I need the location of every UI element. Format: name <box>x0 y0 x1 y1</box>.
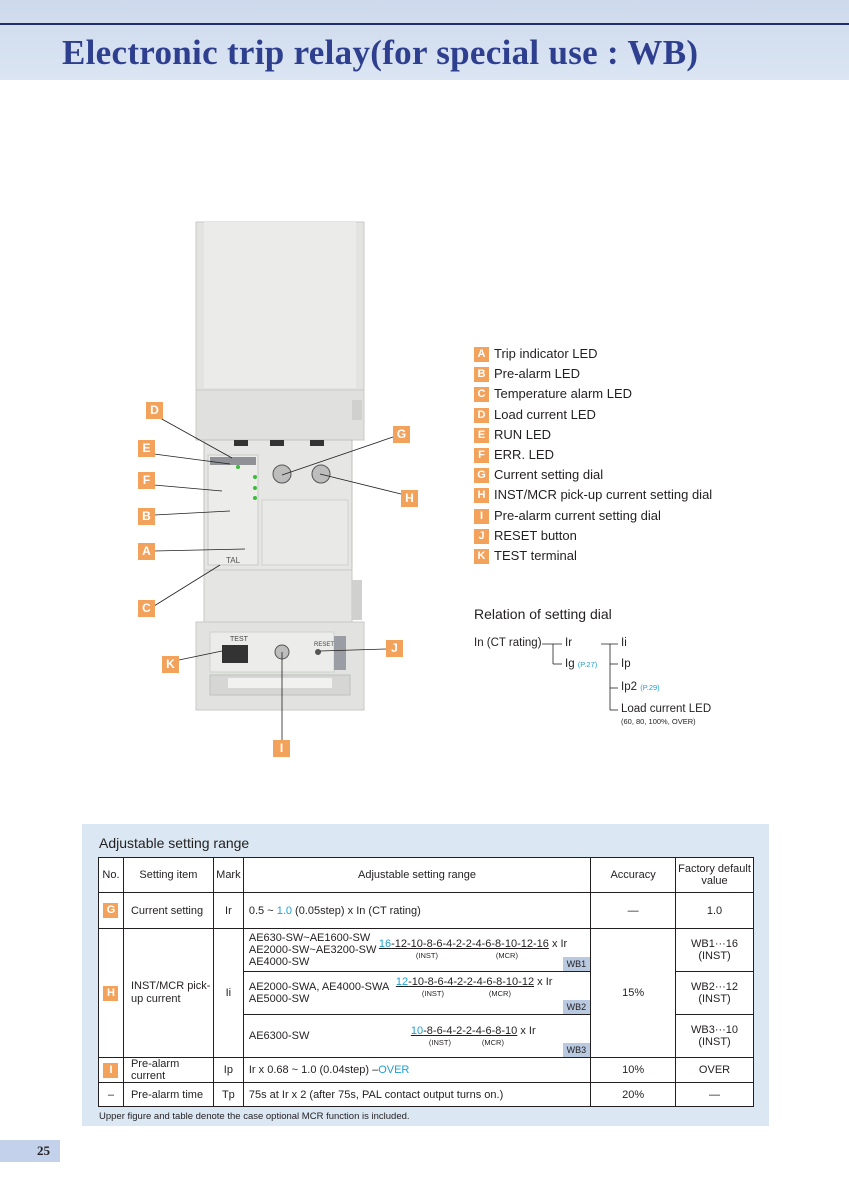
legend-label: INST/MCR pick-up current setting dial <box>494 487 713 503</box>
header-no: No. <box>98 857 124 893</box>
legend-badge: I <box>474 508 489 524</box>
header-item: Setting item <box>122 857 214 893</box>
relation-ig: Ig (P.27) <box>565 658 598 670</box>
cell-default: OVER <box>675 1057 754 1083</box>
legend-badge: E <box>474 427 489 443</box>
relation-load-led-note: (60, 80, 100%, OVER) <box>621 717 696 726</box>
table-row-pre-alarm-time: – Pre-alarm time Tp 75s at Ir x 2 (after… <box>98 1082 754 1107</box>
legend-badge: A <box>474 347 489 362</box>
legend-label: RESET button <box>494 527 577 543</box>
cell-default: 1.0 <box>675 892 754 929</box>
legend-label: ERR. LED <box>494 446 554 462</box>
legend-badge: H <box>474 488 489 504</box>
legend-badge: K <box>474 548 489 564</box>
table-header-row: No. Setting item Mark Adjustable setting… <box>98 857 754 893</box>
callout-h: H <box>401 490 418 507</box>
cell-default: WB1···16 (INST) <box>675 928 754 972</box>
legend-label: Temperature alarm LED <box>494 386 632 402</box>
header-rule <box>0 23 849 25</box>
callout-g: G <box>393 426 410 443</box>
header-accuracy: Accuracy <box>590 857 677 893</box>
table-row-inst-mcr-2: AE2000-SWA, AE4000-SWA AE5000-SW 12-10-8… <box>99 971 754 1015</box>
legend-badge: B <box>474 367 489 383</box>
wb-tag: WB3 <box>562 1043 591 1057</box>
callout-j: J <box>386 640 403 657</box>
row-badge: H <box>103 985 119 1001</box>
cell-item: Pre-alarm time <box>122 1082 214 1107</box>
cell-accuracy: 15% <box>590 928 677 1058</box>
relation-in: In (CT rating) <box>474 637 542 649</box>
header-range: Adjustable setting range <box>242 857 592 893</box>
relation-title: Relation of setting dial <box>474 606 612 622</box>
relation-ir: Ir <box>565 637 573 649</box>
wb-tag: WB1 <box>562 957 591 971</box>
legend-badge: F <box>474 447 489 463</box>
row-badge: G <box>103 903 119 918</box>
callout-k: K <box>162 656 179 673</box>
legend-label: Load current LED <box>494 406 596 422</box>
legend-label: Trip indicator LED <box>494 346 598 361</box>
header-default: Factory default value <box>675 857 754 893</box>
table-title: Adjustable setting range <box>99 835 250 851</box>
table-row-current-setting: G Current setting Ir 0.5 ~ 1.0 (0.05step… <box>98 892 754 929</box>
cell-mark: Tp <box>212 1082 244 1107</box>
cell-no: – <box>98 1082 124 1107</box>
cell-range-wb2: AE2000-SWA, AE4000-SWA AE5000-SW 12-10-8… <box>242 971 592 1015</box>
legend-badge: J <box>474 528 489 544</box>
cell-range: 75s at Ir x 2 (after 75s, PAL contact ou… <box>242 1082 592 1107</box>
cell-item: INST/MCR pick-up current <box>122 928 214 1058</box>
page-title: Electronic trip relay(for special use : … <box>62 33 699 72</box>
cell-accuracy: — <box>590 892 677 929</box>
wb-tag: WB2 <box>562 1000 591 1014</box>
page-number: 25 <box>37 1143 50 1158</box>
callout-a: A <box>138 543 155 560</box>
callout-d: D <box>146 402 163 419</box>
legend-badge: C <box>474 387 489 403</box>
cell-mark: Ip <box>212 1057 244 1083</box>
table-row-inst-mcr-3: AE6300-SW 10-8-6-4-2-2-4-6-8-10 x Ir (IN… <box>99 1014 754 1058</box>
cell-default: — <box>675 1082 754 1107</box>
relation-load-led: Load current LED <box>621 703 712 715</box>
svg-text:TAL: TAL <box>226 556 241 565</box>
cell-default: WB3···10 (INST) <box>675 1014 754 1058</box>
cell-range: Ir x 0.68 ~ 1.0 (0.04step) –OVER <box>242 1057 592 1083</box>
callout-e: E <box>138 440 155 457</box>
relation-ip2: Ip2 (P.29) <box>621 681 660 693</box>
legend-label: TEST terminal <box>494 547 577 563</box>
svg-text:TEST: TEST <box>230 636 249 643</box>
cell-item: Pre-alarm current <box>122 1057 214 1083</box>
callout-f: F <box>138 472 155 489</box>
cell-range: 0.5 ~ 1.0 (0.05step) x In (CT rating) <box>242 892 592 929</box>
header-mark: Mark <box>212 857 244 893</box>
legend-label: Current setting dial <box>494 467 604 483</box>
table-row-inst-mcr-1: H INST/MCR pick-up current Ii AE630-SW~A… <box>98 928 754 1058</box>
legend-label: Pre-alarm current setting dial <box>494 507 661 523</box>
callout-b: B <box>138 508 155 525</box>
cell-range-wb3: AE6300-SW 10-8-6-4-2-2-4-6-8-10 x Ir (IN… <box>242 1014 592 1058</box>
legend-label: RUN LED <box>494 426 552 442</box>
callout-c: C <box>138 600 155 617</box>
legend-label: Pre-alarm LED <box>494 366 580 382</box>
cell-accuracy: 20% <box>590 1082 677 1107</box>
cell-range-wb1: AE630-SW~AE1600-SW AE2000-SW~AE3200-SW A… <box>242 928 592 972</box>
page-header <box>0 0 849 80</box>
cell-mark: Ir <box>212 892 244 929</box>
relation-ip: Ip <box>621 658 631 670</box>
row-badge: I <box>103 1062 119 1078</box>
setting-range-table: No. Setting item Mark Adjustable setting… <box>98 857 754 1107</box>
table-footnote: Upper figure and table denote the case o… <box>99 1111 410 1122</box>
cell-mark: Ii <box>212 928 244 1058</box>
legend-badge: G <box>474 468 489 484</box>
relation-ii: Ii <box>621 637 627 649</box>
page-number-tab: 25 <box>0 1140 60 1162</box>
table-row-pre-alarm-current: I Pre-alarm current Ip Ir x 0.68 ~ 1.0 (… <box>98 1057 754 1083</box>
cell-item: Current setting <box>122 892 214 929</box>
svg-text:RESET: RESET <box>314 642 334 648</box>
callout-i: I <box>273 740 290 757</box>
legend-badge: D <box>474 407 489 423</box>
cell-default: WB2···12 (INST) <box>675 971 754 1015</box>
cell-accuracy: 10% <box>590 1057 677 1083</box>
